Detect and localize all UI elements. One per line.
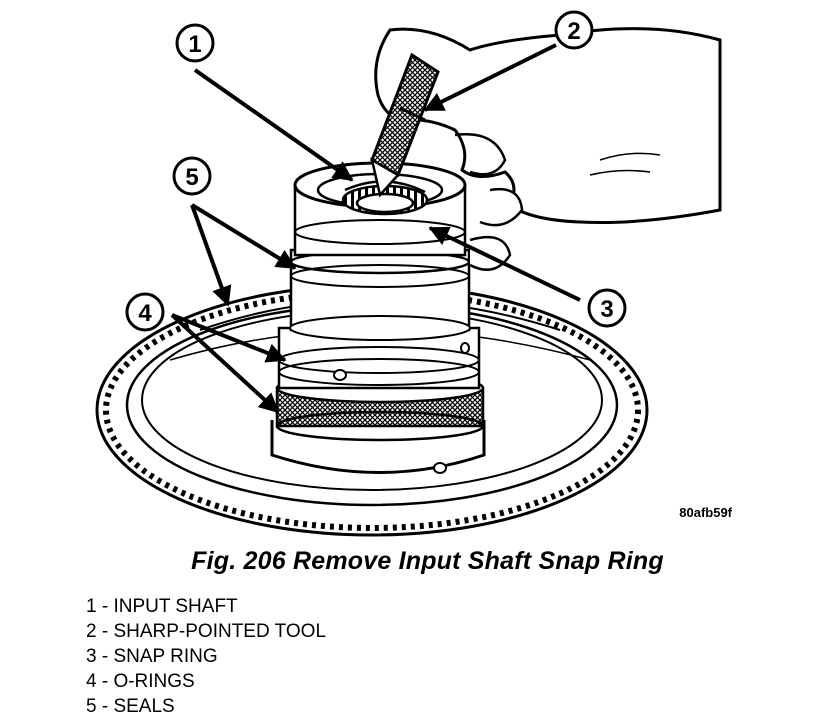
leader-lines — [170, 43, 581, 414]
leader-3 — [428, 226, 581, 302]
svg-text:5: 5 — [185, 164, 198, 191]
callout-3: 3 — [587, 288, 627, 328]
callout-1: 1 — [175, 23, 215, 63]
svg-text:1: 1 — [188, 31, 201, 58]
svg-text:3: 3 — [600, 296, 613, 323]
leader-4a — [171, 313, 287, 363]
callout-4: 4 — [125, 292, 165, 332]
legend-item: 2 - SHARP-POINTED TOOL — [86, 621, 327, 642]
leader-5b — [190, 204, 232, 307]
legend-item: 3 - SNAP RING — [86, 646, 218, 667]
leader-2 — [423, 43, 557, 112]
figure-id: 80afb59f — [679, 505, 732, 520]
hand — [374, 27, 722, 271]
legend-list: 1 - INPUT SHAFT 2 - SHARP-POINTED TOOL 3… — [86, 594, 326, 719]
callout-2: 2 — [554, 10, 594, 50]
legend-item: 4 - O-RINGS — [86, 671, 195, 692]
legend-item: 5 - SEALS — [86, 696, 175, 717]
figure-caption: Fig. 206 Remove Input Shaft Snap Ring — [191, 547, 664, 575]
callout-5: 5 — [172, 156, 212, 196]
svg-text:2: 2 — [567, 18, 580, 45]
leader-4b — [170, 313, 280, 414]
input-shaft — [270, 161, 486, 474]
legend-item: 1 - INPUT SHAFT — [86, 596, 238, 617]
leader-1 — [193, 68, 354, 182]
leader-5a — [190, 203, 297, 270]
svg-text:4: 4 — [138, 300, 152, 327]
sharp-pointed-tool — [370, 52, 440, 198]
input-shaft-illustration: 1 2 3 4 5 80afb59f — [95, 10, 733, 537]
